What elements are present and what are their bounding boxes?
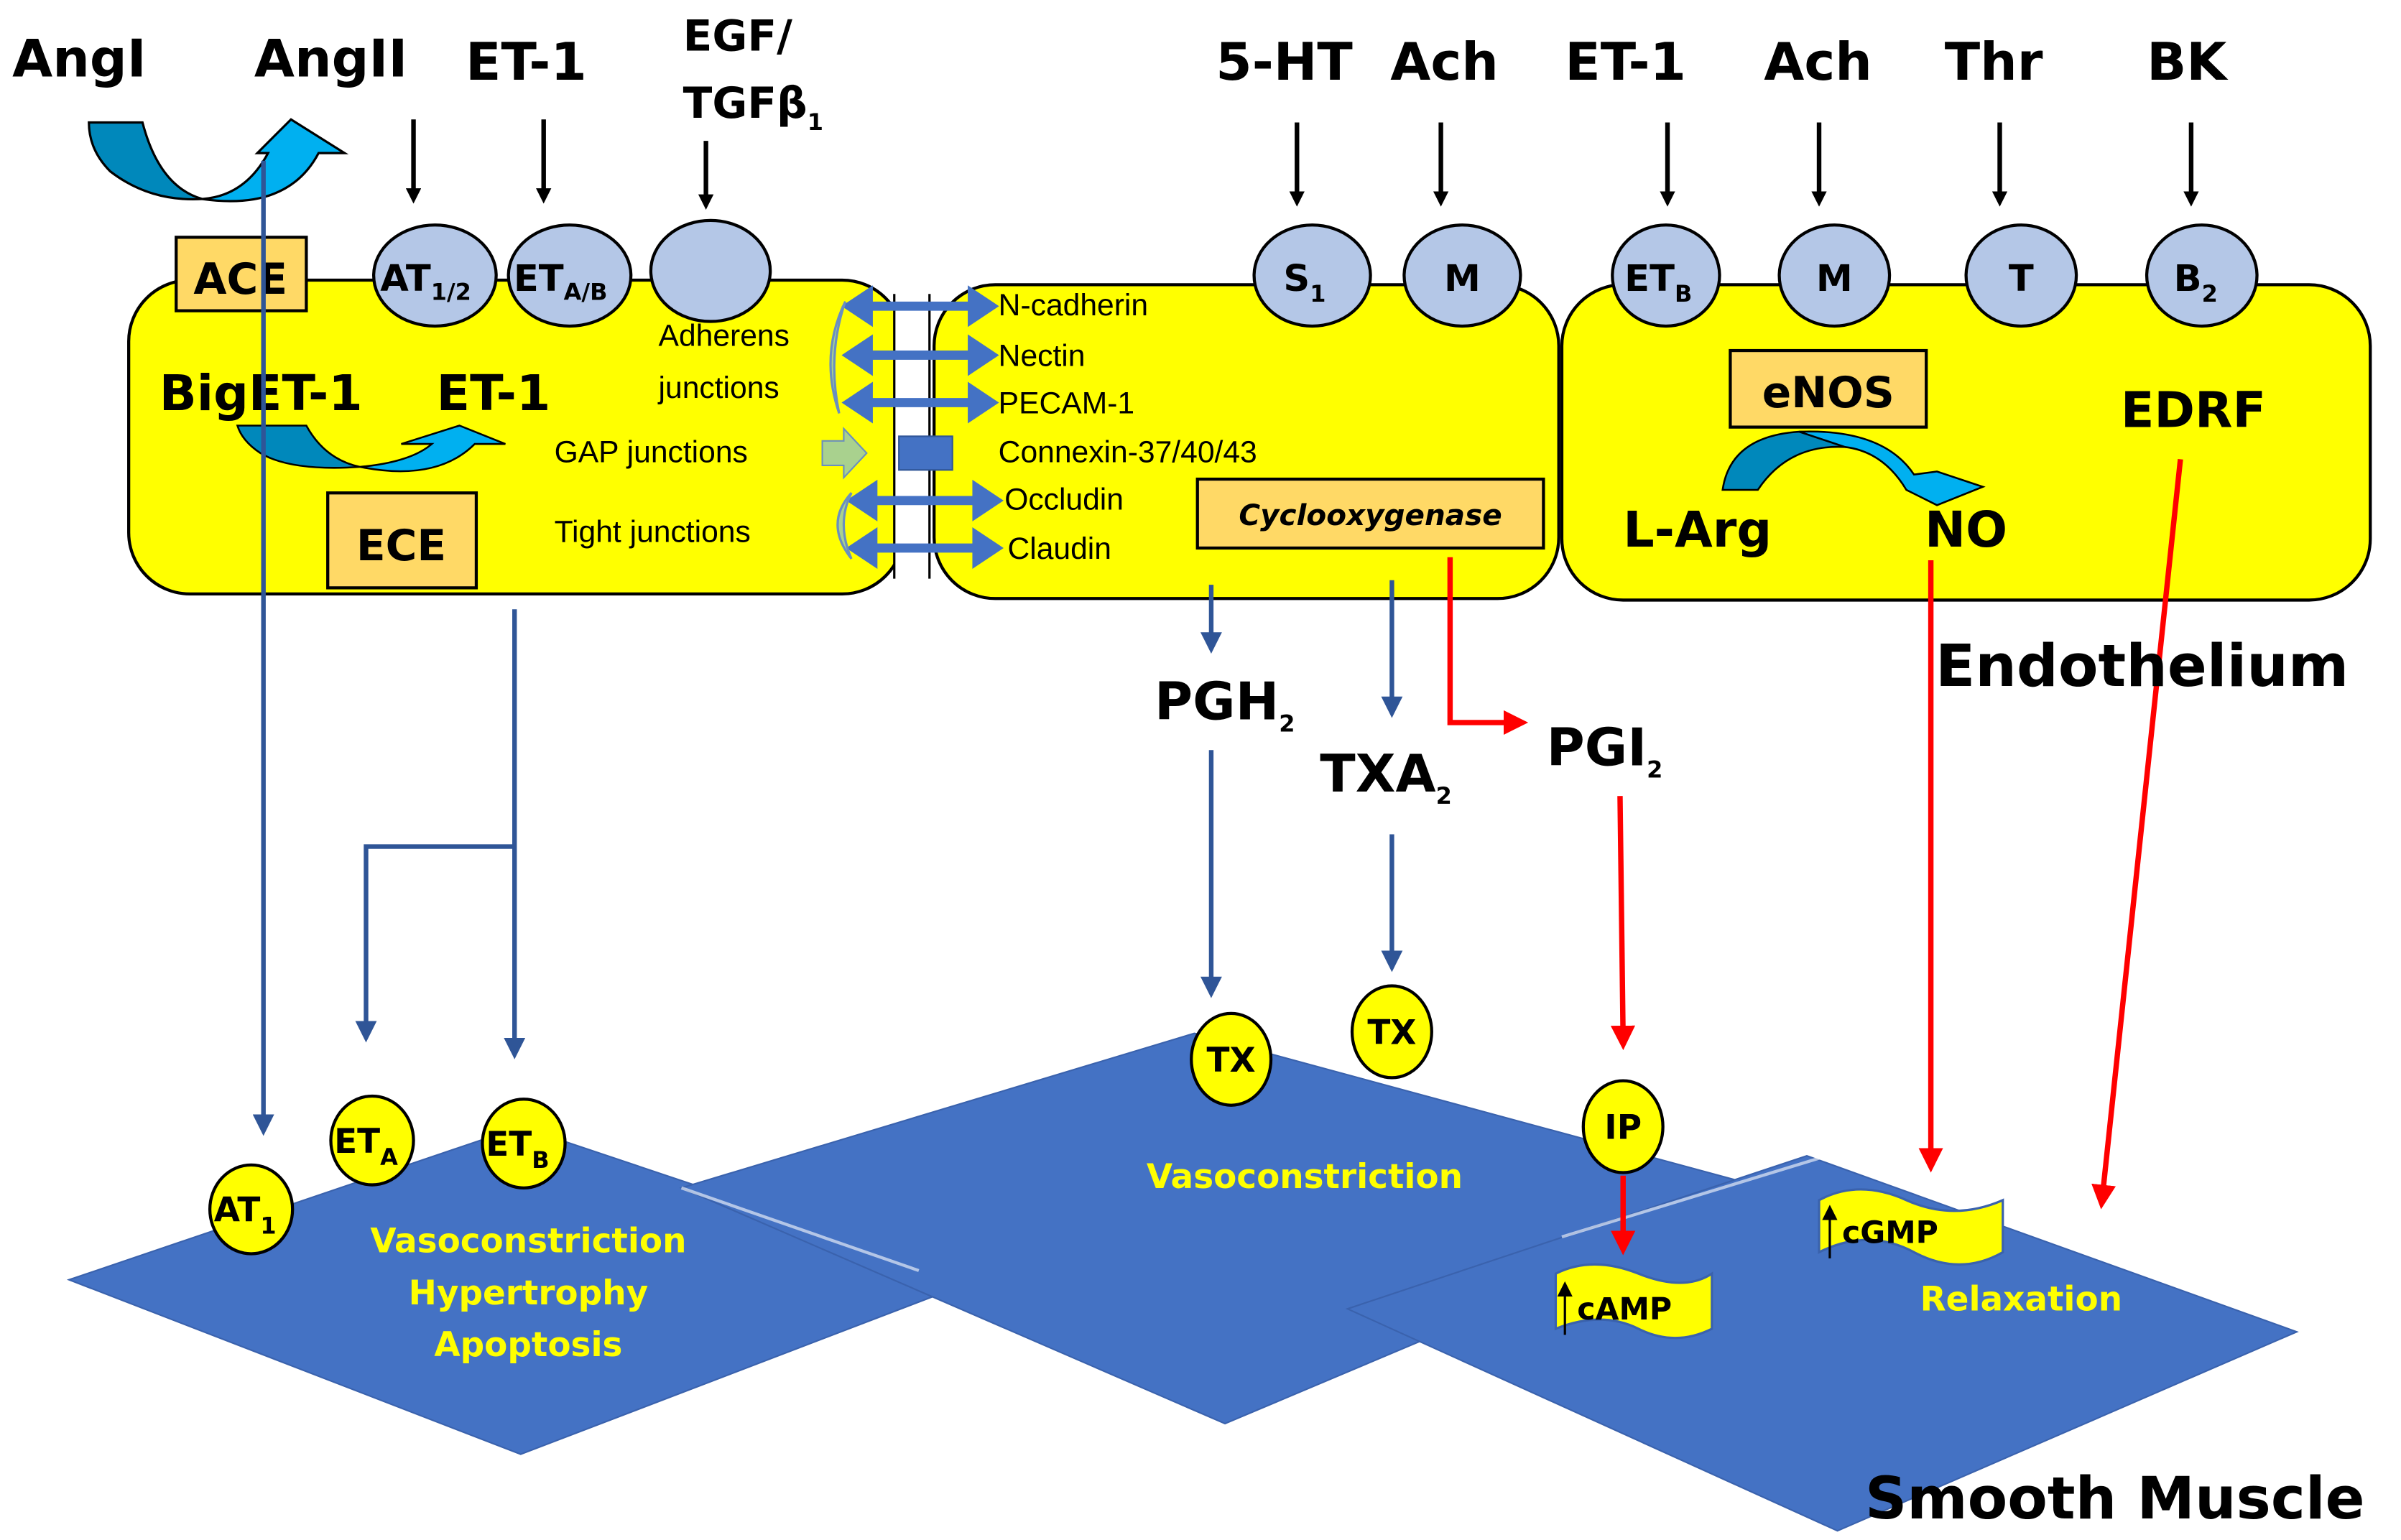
pgi2-label: PGI2: [1547, 718, 1663, 784]
et1-conversion-arrow-icon: [236, 425, 506, 473]
cyclooxygenase-box: Cyclooxygenase: [1195, 477, 1545, 550]
ligand-ach: Ach: [1764, 32, 1872, 93]
receptor-etb: ETB: [1611, 223, 1721, 328]
gap-label: GAP junctions: [555, 435, 748, 470]
receptor-b2: B2: [2145, 223, 2259, 328]
ace-box: ACE: [175, 236, 308, 312]
effect-text: Apoptosis: [434, 1325, 622, 1365]
ligand-angII: AngII: [254, 29, 407, 90]
junction-protein: Connexin-37/40/43: [999, 435, 1257, 470]
red-pathway-arrows: [1447, 458, 2183, 1256]
adherens-label: junctions: [657, 371, 779, 405]
ligand-ach: Ach: [1390, 32, 1499, 93]
svg-text:S1: S1: [1283, 258, 1326, 307]
svg-text:ECE: ECE: [356, 521, 446, 571]
connexin-channel: [898, 435, 953, 471]
ligand-et1: ET-1: [1565, 32, 1686, 93]
l-arg-label: L-Arg: [1623, 502, 1772, 559]
effect-text: Hypertrophy: [409, 1274, 648, 1313]
edrf-label: EDRF: [2121, 383, 2266, 440]
receptor-eta: ETA: [329, 1094, 415, 1187]
ligand-arrows: [405, 119, 2199, 210]
big-et1-label: BigET-1: [159, 366, 363, 422]
receptor-etab: ETA/B: [506, 223, 633, 328]
svg-text:Cyclooxygenase: Cyclooxygenase: [1239, 498, 1502, 532]
smooth-muscle-receptors: AT1 ETA ETB TX TX IP: [208, 984, 1665, 1256]
camp-flag: cAMP: [1554, 1263, 1713, 1340]
effect-text: Vasoconstriction: [1147, 1157, 1463, 1197]
smooth-muscle-cell-right: [1345, 1154, 2299, 1532]
receptor-s1: S1: [1252, 223, 1372, 328]
ligand-bradykinin: BK: [2147, 32, 2229, 93]
no-synthesis-arrow-icon: [1721, 430, 1986, 506]
cell-boundary-line: [680, 1186, 920, 1272]
ang-conversion-arrow-icon: [88, 118, 349, 203]
tight-bracket: [836, 492, 853, 560]
blue-pathway-arrows: [252, 160, 1403, 1136]
smooth-muscle-layer: Vasoconstriction Hypertrophy Apoptosis V…: [66, 1032, 2299, 1532]
svg-text:TX: TX: [1367, 1013, 1416, 1052]
receptor-etb: ETB: [481, 1098, 567, 1189]
svg-text:cGMP: cGMP: [1842, 1215, 1938, 1251]
pgh2-label: PGH2: [1155, 672, 1295, 738]
receptor-m: M: [1402, 223, 1522, 328]
ligand-tgf: TGFβ1: [683, 79, 823, 136]
receptor-t: T: [1964, 223, 2078, 328]
adherens-bracket: [829, 301, 847, 414]
cell-junctions: Adherens junctions GAP junctions Tight j…: [555, 285, 1257, 582]
svg-text:AT1: AT1: [214, 1191, 277, 1240]
txa2-label: TXA2: [1320, 744, 1452, 810]
svg-text:ETA: ETA: [334, 1122, 398, 1171]
cgmp-flag: cGMP: [1818, 1188, 2004, 1266]
junction-double-arrows: [841, 285, 1004, 569]
receptor-tx: TX: [1350, 984, 1433, 1080]
junction-protein: N-cadherin: [999, 288, 1148, 323]
svg-text:eNOS: eNOS: [1762, 368, 1895, 418]
ligand-egf: EGF/: [683, 11, 792, 61]
junction-protein: Occludin: [1004, 483, 1124, 517]
endothelial-receptors: AT1/2 ETA/B S1 M ETB M T: [372, 218, 2259, 328]
svg-text:cAMP: cAMP: [1577, 1291, 1672, 1327]
svg-text:B2: B2: [2174, 258, 2218, 307]
receptor-at12: AT1/2: [372, 223, 498, 328]
svg-text:ACE: ACE: [193, 255, 287, 305]
no-label: NO: [1925, 502, 2007, 559]
receptor-m: M: [1777, 223, 1892, 328]
svg-text:IP: IP: [1604, 1108, 1642, 1148]
junction-protein: PECAM-1: [999, 386, 1134, 420]
ligand-thrombin: Thr: [1945, 32, 2043, 93]
ligands: AngI AngII ET-1 EGF/ TGFβ1 5-HT Ach ET-1…: [12, 11, 2229, 136]
et1-product-label: ET-1: [437, 366, 551, 422]
junction-protein: Claudin: [1007, 532, 1111, 566]
svg-text:ETA/B: ETA/B: [514, 258, 608, 306]
receptor-egf-tgf: [649, 218, 772, 323]
adherens-label: Adherens: [659, 319, 790, 353]
endothelium-title: Endothelium: [1935, 633, 2349, 700]
receptor-at1: AT1: [208, 1163, 295, 1256]
smooth-muscle-title: Smooth Muscle: [1865, 1465, 2365, 1533]
svg-text:ETB: ETB: [486, 1125, 549, 1174]
svg-text:ETB: ETB: [1624, 258, 1692, 307]
cell-boundary-line: [1561, 1156, 1823, 1239]
enos-box: eNOS: [1729, 348, 1928, 429]
receptor-tx: TX: [1190, 1011, 1273, 1107]
svg-text:T: T: [2009, 258, 2034, 300]
ligand-et1: ET-1: [466, 32, 587, 93]
effect-text: Vasoconstriction: [370, 1221, 686, 1261]
svg-text:TX: TX: [1207, 1041, 1256, 1080]
receptor-ip: IP: [1581, 1079, 1665, 1174]
tight-label: Tight junctions: [555, 514, 751, 549]
junction-protein: Nectin: [999, 338, 1086, 373]
gap-arrow-icon: [821, 427, 868, 480]
svg-text:M: M: [1816, 258, 1853, 300]
ligand-angI: AngI: [12, 29, 146, 90]
effect-text: Relaxation: [1920, 1279, 2123, 1319]
ece-box: ECE: [326, 491, 478, 590]
svg-text:AT1/2: AT1/2: [380, 258, 471, 306]
ligand-5ht: 5-HT: [1216, 32, 1353, 93]
svg-text:M: M: [1444, 258, 1481, 300]
